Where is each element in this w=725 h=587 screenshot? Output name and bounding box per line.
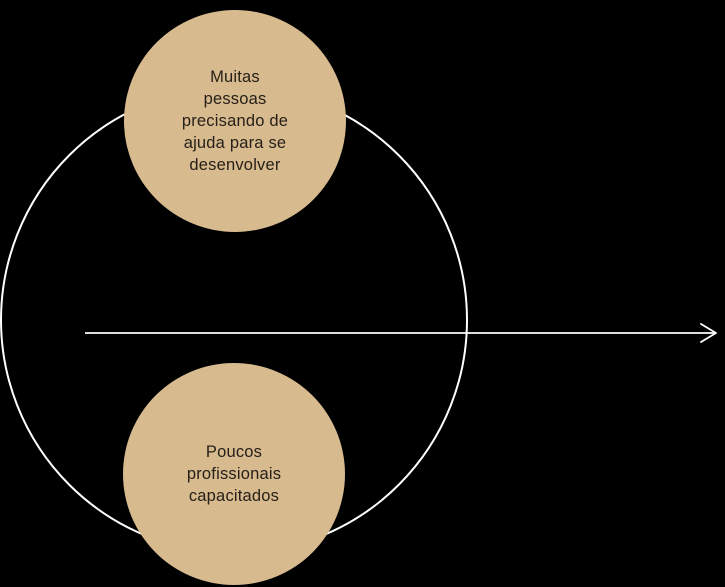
top-circle-label: Muitas pessoas precisando de ajuda para … xyxy=(181,67,289,175)
arrowhead-icon xyxy=(700,323,717,343)
bottom-circle-label: Poucos profissionais capacitados xyxy=(186,442,282,506)
top-circle: Muitas pessoas precisando de ajuda para … xyxy=(124,10,346,232)
bottom-circle: Poucos profissionais capacitados xyxy=(123,363,345,585)
